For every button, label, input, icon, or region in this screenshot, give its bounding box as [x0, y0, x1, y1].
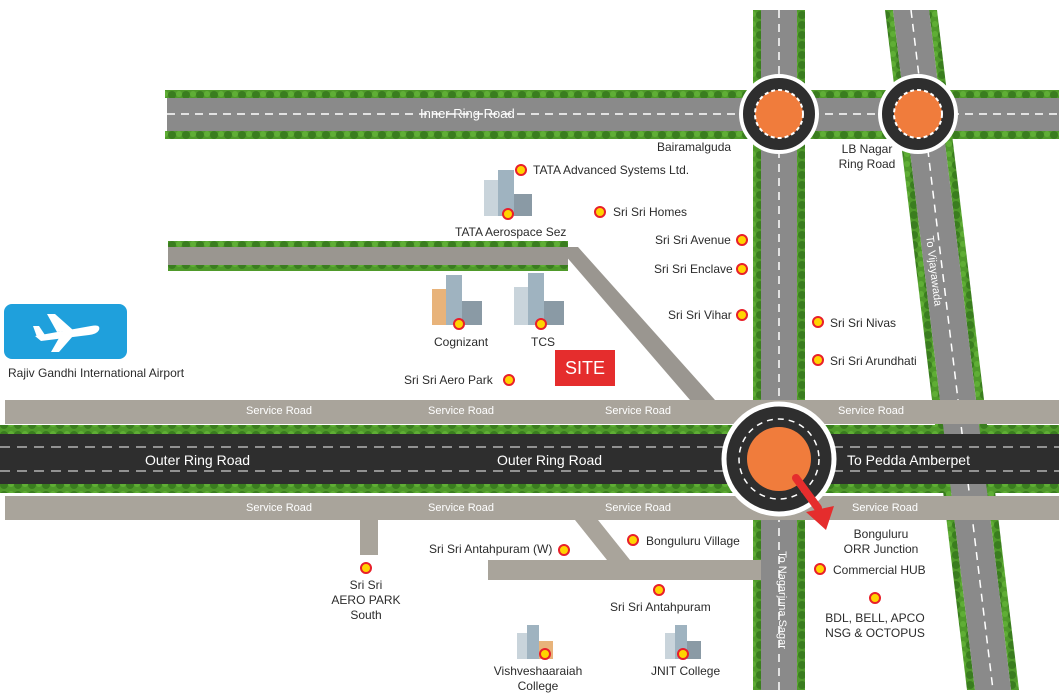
cognizant-label: Cognizant [434, 335, 489, 349]
service-road-label: Service Road [246, 405, 313, 417]
aero-park-south-line2: AERO PARK [331, 593, 401, 607]
poi-marker [736, 263, 748, 275]
outer-ring-road-label: Outer Ring Road [497, 452, 603, 468]
service-road-north [5, 400, 1059, 424]
roundabout-bairamalguda [739, 74, 819, 154]
aero-park-south-line1: Sri Sri [349, 578, 383, 592]
roundabout-lb-nagar [878, 74, 958, 154]
jnit-college-label: JNIT College [651, 664, 721, 678]
bdl-label: BDL, BELL, APCO NSG & OCTOPUS [815, 611, 935, 641]
sri-sri-antahpuram-label: Sri Sri Antahpuram [610, 600, 711, 614]
bonguluru-village-label: Bonguluru Village [646, 534, 740, 548]
poi-marker [814, 563, 826, 575]
poi-marker [453, 318, 465, 330]
building-icon [480, 170, 536, 221]
service-road-label: Service Road [428, 405, 495, 417]
sri-sri-enclave-label: Sri Sri Enclave [654, 262, 733, 276]
poi-marker [502, 208, 514, 220]
to-pedda-amberpet-label: To Pedda Amberpet [847, 452, 970, 468]
commercial-hub-label: Commercial HUB [833, 563, 926, 577]
airplane-icon [29, 310, 105, 354]
poi-marker [627, 534, 639, 546]
bdl-line1: BDL, BELL, APCO [825, 611, 925, 625]
lb-nagar-line2: Ring Road [838, 157, 896, 171]
bonguluru-junction-label: Bonguluru ORR Junction [836, 527, 926, 557]
poi-marker [503, 374, 515, 386]
poi-marker [594, 206, 606, 218]
service-road-south [5, 496, 1059, 520]
outer-ring-road [0, 434, 1059, 484]
poi-marker [653, 584, 665, 596]
poi-marker [869, 592, 881, 604]
service-road-label: Service Road [246, 502, 313, 514]
building-icon [512, 273, 568, 330]
lb-nagar-line1: LB Nagar [841, 142, 893, 156]
building-icon [430, 275, 486, 330]
secondary-road [168, 247, 568, 265]
service-road-label: Service Road [838, 405, 905, 417]
poi-marker [736, 309, 748, 321]
poi-marker [812, 316, 824, 328]
poi-marker [539, 648, 551, 660]
vishvesharaiah-label: Vishveshaaraiah College [478, 664, 598, 694]
airport-badge [4, 304, 127, 359]
inner-ring-road-label: Inner Ring Road [420, 106, 515, 121]
direction-arrow [792, 474, 834, 530]
sri-sri-avenue-label: Sri Sri Avenue [655, 233, 731, 247]
sri-sri-nivas-label: Sri Sri Nivas [830, 316, 897, 330]
lb-nagar-label: LB Nagar Ring Road [832, 142, 902, 172]
tata-aerospace-label: TATA Aerospace Sez [455, 225, 567, 239]
service-road-label: Service Road [852, 502, 919, 514]
poi-marker [535, 318, 547, 330]
to-nagarjuna-sagar-label: To Nagarjuna Sagar [775, 551, 788, 649]
poi-marker [812, 354, 824, 366]
sri-sri-vihar-label: Sri Sri Vihar [668, 308, 732, 322]
bdl-line2: NSG & OCTOPUS [825, 626, 925, 640]
sri-sri-aero-park-label: Sri Sri Aero Park [404, 373, 493, 387]
outer-ring-road-label: Outer Ring Road [145, 452, 251, 468]
vishvesharaiah-line2: College [517, 679, 559, 693]
service-road-label: Service Road [428, 502, 495, 514]
vishvesharaiah-line1: Vishveshaaraiah [493, 664, 583, 678]
poi-marker [677, 648, 689, 660]
site-marker: SITE [555, 350, 615, 386]
lower-connector-road [488, 560, 761, 580]
aero-park-south-line3: South [350, 608, 382, 622]
sri-sri-homes-label: Sri Sri Homes [613, 205, 688, 219]
poi-marker [558, 544, 570, 556]
tata-advanced-label: TATA Advanced Systems Ltd. [533, 163, 690, 177]
bairamalguda-label: Bairamalguda [657, 140, 732, 154]
aero-park-south-label: Sri Sri AERO PARK South [318, 578, 414, 623]
service-road-label: Service Road [605, 502, 672, 514]
tcs-label: TCS [531, 335, 555, 349]
bonguluru-line1: Bonguluru [853, 527, 909, 541]
service-road-label: Service Road [605, 405, 672, 417]
poi-marker [736, 234, 748, 246]
roundabout-bonguluru [721, 401, 837, 517]
sri-sri-antahpuram-w-label: Sri Sri Antahpuram (W) [429, 542, 553, 556]
bonguluru-line2: ORR Junction [843, 542, 919, 556]
diagonal-road [558, 247, 715, 400]
sri-sri-arundhati-label: Sri Sri Arundhati [830, 354, 917, 368]
airport-label: Rajiv Gandhi International Airport [8, 366, 185, 380]
poi-marker [515, 164, 527, 176]
poi-marker [360, 562, 372, 574]
